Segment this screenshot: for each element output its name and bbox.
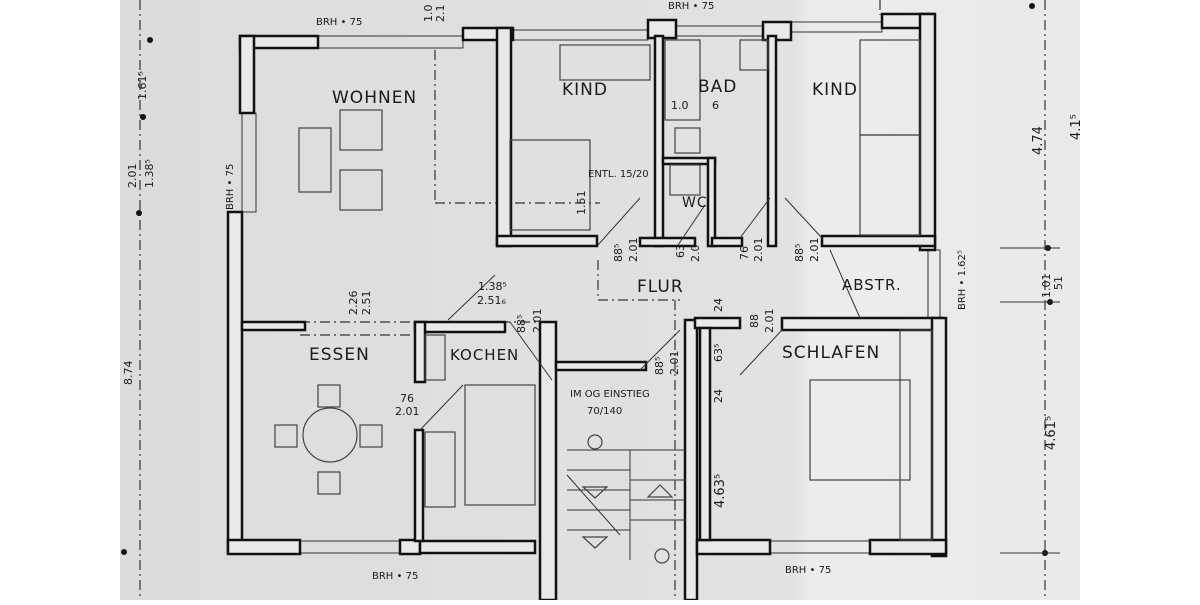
dim-door-kind2-a: 88⁵ (793, 244, 806, 262)
dim-left-total: 8.74 (122, 361, 135, 386)
kitchen-counter (424, 431, 456, 508)
dim-kind-151: 1.51 (575, 191, 588, 216)
brh-bottom-left: BRH • 75 (372, 571, 418, 582)
room-label-bad: BAD (698, 77, 737, 97)
dim-essen-door-a: 76 (400, 392, 414, 405)
bathtub (664, 39, 701, 121)
room-label-schlafen: SCHLAFEN (782, 343, 880, 363)
dim-door-bad-a: 76 (738, 246, 751, 260)
note-einstieg-size: 70/140 (587, 406, 622, 417)
wardrobe (899, 329, 933, 541)
dim-essen-door-b: 2.01 (395, 405, 420, 418)
dim-wohnen-b: 2.51 (360, 291, 373, 316)
room-label-kind-right: KIND (812, 80, 858, 100)
dim-schlafen-63: 63⁵ (712, 344, 725, 362)
dim-right-2b: 51 (1052, 276, 1065, 290)
armchair (339, 169, 383, 211)
dim-schlafen-door-a: 88 (748, 314, 761, 328)
dim-stair-door-a: 88⁵ (653, 357, 666, 375)
room-label-kind-left: KIND (562, 80, 608, 100)
washbasin (739, 39, 769, 71)
dim-schlafen-24a: 24 (712, 298, 725, 312)
dim-kochen-door-b: 2.01 (531, 309, 544, 334)
armchair (339, 109, 383, 151)
dim-right-1: 4.74 (1031, 126, 1046, 155)
dim-door-wc-a: 63 (674, 244, 687, 258)
dim-right-3: 4.61⁵ (1044, 416, 1059, 450)
brh-bottom-right: BRH • 75 (785, 565, 831, 576)
room-label-wohnen: WOHNEN (332, 88, 417, 108)
room-label-essen: ESSEN (309, 345, 370, 365)
walls (226, 12, 948, 602)
fridge (424, 334, 446, 381)
brh-left-side: BRH • 75 (225, 164, 236, 210)
bed (509, 139, 591, 231)
dim-left-2b: 1.38⁵ (143, 159, 156, 188)
room-label-abstr: ABSTR. (842, 276, 902, 294)
dim-kochen-door-a: 88⁵ (515, 315, 528, 333)
chair (317, 384, 341, 408)
toilet (669, 164, 701, 196)
door-swings (419, 197, 861, 431)
toilet (674, 127, 701, 154)
chair (274, 424, 298, 448)
sofa (298, 127, 332, 193)
notes: ENTL. 15/20 IM OG EINSTIEG 70/140 (570, 169, 650, 417)
dim-left-1: 1.61⁵ (136, 71, 149, 100)
dim-door-kind-a: 88⁵ (612, 244, 625, 262)
dim-bad-b: 6 (712, 99, 719, 112)
room-label-wc: WC (682, 195, 708, 211)
dim-schlafen-door-b: 2.01 (763, 309, 776, 334)
brh-top-middle: BRH • 75 (668, 1, 714, 12)
dim-wohnen-a: 2.26 (347, 291, 360, 316)
wardrobe (859, 134, 921, 236)
dining-table (302, 407, 358, 463)
desk (559, 44, 651, 81)
dim-door-wc-b: 2.0 (689, 245, 702, 263)
dim-stair-door-b: 2.01 (668, 351, 681, 376)
staircase (566, 434, 685, 564)
bed (809, 379, 911, 481)
room-label-kochen: KOCHEN (450, 346, 519, 364)
chair (317, 471, 341, 495)
dim-right-2a: 1.01 (1040, 274, 1053, 299)
dim-schlafen-463: 4.63⁵ (713, 474, 728, 508)
floor-plan-sheet: WOHNEN KIND BAD KIND WC FLUR ABSTR. ESSE… (120, 0, 1084, 602)
dim-door-kind2-b: 2.01 (808, 238, 821, 263)
dim-door-kind-b: 2.01 (627, 238, 640, 263)
dim-schlafen-24b: 24 (712, 389, 725, 403)
dim-right-1b: 4.1⁵ (1069, 114, 1080, 140)
dim-door-bad-b: 2.01 (752, 238, 765, 263)
floor-plan: WOHNEN KIND BAD KIND WC FLUR ABSTR. ESSE… (120, 0, 1084, 602)
dim-bad-a: 1.0 (671, 99, 689, 112)
brh-top-left: BRH • 75 (316, 17, 362, 28)
dimension-labels: 1.61⁵ 2.01 1.38⁵ 8.74 4.74 4.1⁵ 1.01 51 … (122, 5, 1084, 509)
note-einstieg: IM OG EINSTIEG (570, 389, 650, 400)
note-entl: ENTL. 15/20 (588, 169, 649, 180)
furniture (274, 39, 933, 564)
window-labels: BRH • 75 BRH • 75 BRH • 75 BRH • 75 BRH … (225, 1, 968, 582)
dim-top-a: 1.0 (422, 5, 435, 23)
room-labels: WOHNEN KIND BAD KIND WC FLUR ABSTR. ESSE… (309, 77, 902, 365)
dim-left-2a: 2.01 (126, 164, 139, 189)
room-label-flur: FLUR (637, 277, 684, 297)
dim-top-b: 2.1 (434, 5, 447, 23)
dim-kochen-opening-b: 2.51₆ (477, 294, 506, 307)
chair (359, 424, 383, 448)
brh-abstr: BRH • 1.62⁵ (957, 250, 968, 310)
kitchen-counter (464, 384, 536, 506)
dim-kochen-opening-a: 1.38⁵ (478, 280, 507, 293)
